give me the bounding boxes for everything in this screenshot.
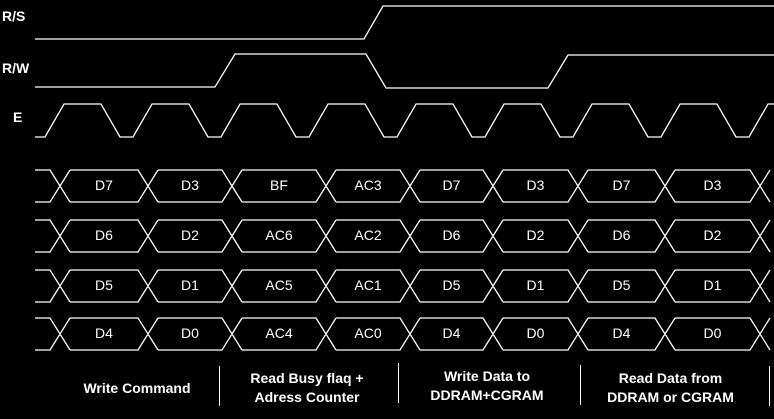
divider <box>580 365 581 405</box>
bus-bit-label: D6 <box>95 227 113 243</box>
bus-bit-label: D5 <box>442 277 461 293</box>
divider <box>398 363 399 403</box>
rw-waveform <box>35 53 774 89</box>
bus-bit-label: D0 <box>703 325 722 341</box>
bus-bit-label: D4 <box>442 325 461 341</box>
bus-bit-label: D2 <box>181 227 199 243</box>
bus-bit-label: D4 <box>95 325 113 341</box>
bus-bit-label: D7 <box>95 177 113 193</box>
signal-label-e: E <box>13 109 23 125</box>
bus-bit-label: D6 <box>442 227 461 243</box>
bus-bit-label: D5 <box>612 277 631 293</box>
operation-label: Adress Counter <box>254 389 360 405</box>
bus-waveform-row-3 <box>35 317 771 351</box>
operation-label: Write Command <box>83 380 191 396</box>
bus-bit-label: D1 <box>703 277 722 293</box>
bus-bit-label: AC6 <box>265 227 293 243</box>
bus-bit-label: D1 <box>526 277 545 293</box>
bus-bit-label: AC4 <box>265 325 293 341</box>
bus-bit-label: D4 <box>612 325 631 341</box>
divider <box>219 366 220 406</box>
bus-bit-label: D1 <box>181 277 199 293</box>
operation-read-busy-flag: Read Busy flaq + Adress Counter <box>222 369 392 407</box>
e-waveform <box>35 103 774 138</box>
bus-bit-label: BF <box>270 177 288 193</box>
bus-bit-label: D0 <box>526 325 545 341</box>
operation-label: Write Data to <box>443 368 531 384</box>
rs-waveform <box>35 5 774 40</box>
bus-bit-label: D3 <box>703 177 722 193</box>
signal-label-rw: R/W <box>2 60 30 76</box>
bus-bit-label: AC2 <box>354 227 382 243</box>
operation-read-data: Read Data from DDRAM or CGRAM <box>583 369 758 407</box>
bus-bit-label: AC1 <box>354 277 382 293</box>
bus-bit-label: D3 <box>526 177 545 193</box>
divider <box>769 366 770 406</box>
operation-write-data: Write Data to DDRAM+CGRAM <box>402 367 572 405</box>
operation-label: DDRAM+CGRAM <box>430 387 544 403</box>
bus-waveform-row-1 <box>35 219 771 253</box>
operation-label: DDRAM or CGRAM <box>607 389 734 405</box>
bus-bit-label: AC0 <box>354 325 382 341</box>
bus-waveform-row-2 <box>35 269 771 303</box>
bus-bit-label: D2 <box>526 227 545 243</box>
bus-bit-label: D0 <box>181 325 199 341</box>
bus-bit-label: D5 <box>95 277 113 293</box>
bus-waveform-row-0 <box>35 169 771 203</box>
operation-write-command: Write Command <box>57 379 217 398</box>
operation-label: Read Data from <box>618 370 723 386</box>
bus-bit-label: AC3 <box>354 177 382 193</box>
bus-bit-label: AC5 <box>265 277 293 293</box>
operation-label: Read Busy flaq + <box>250 370 364 386</box>
bus-bit-label: D2 <box>703 227 722 243</box>
bus-bit-label: D3 <box>181 177 199 193</box>
bus-bit-label: D6 <box>612 227 631 243</box>
signal-label-rs: R/S <box>2 8 26 24</box>
bus-bit-label: D7 <box>442 177 461 193</box>
bus-bit-label: D7 <box>612 177 631 193</box>
